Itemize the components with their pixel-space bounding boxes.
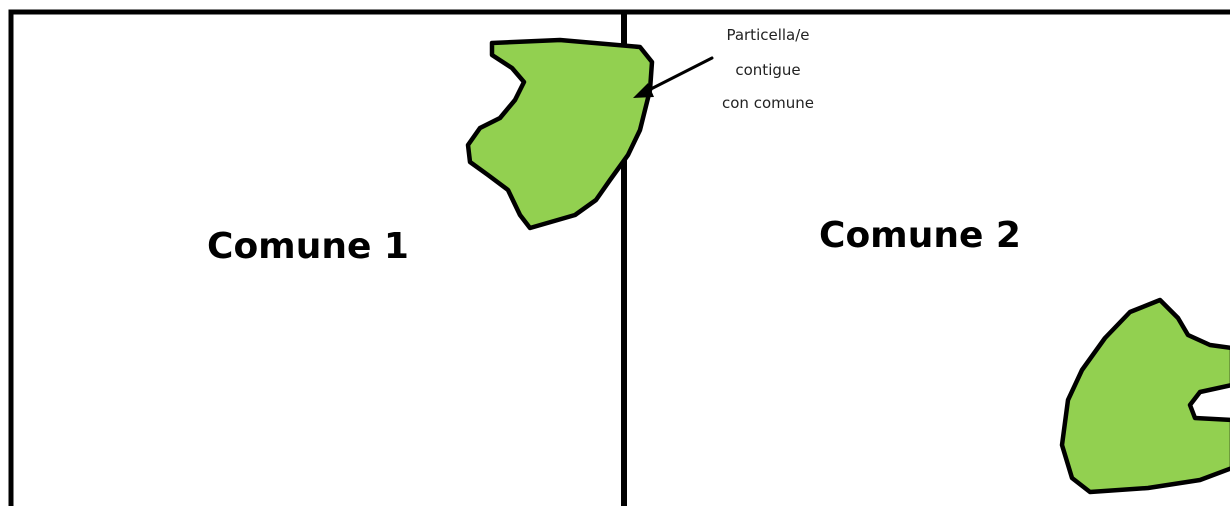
annotation-arrow-line <box>643 56 714 94</box>
map-frame <box>8 9 1230 506</box>
parcel-comune-2 <box>1059 297 1230 495</box>
annotation-line-3: con comune <box>722 94 814 112</box>
annotation-line-1: Particella/e <box>726 26 809 44</box>
comune-2-label: Comune 2 <box>819 215 1021 256</box>
parcel-contiguous <box>465 37 655 231</box>
comune-1-label: Comune 1 <box>207 226 409 267</box>
annotation-line-2: contigue <box>735 61 800 79</box>
annotation-arrow-head <box>633 83 654 98</box>
